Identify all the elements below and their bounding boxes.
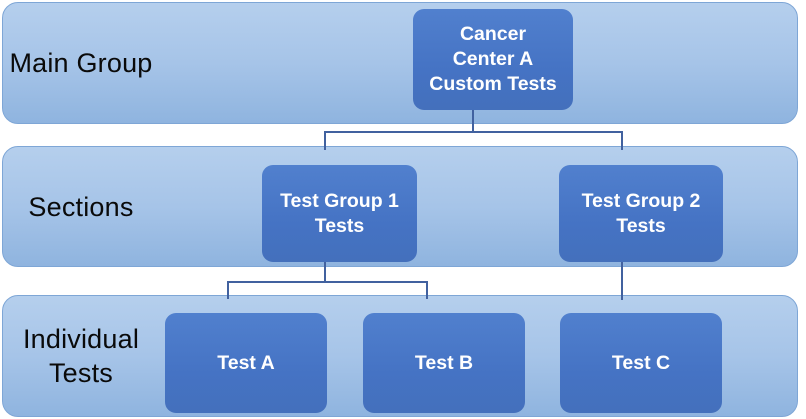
- connector-group2-stem: [621, 262, 623, 300]
- node-text-line: Custom Tests: [429, 73, 557, 95]
- node-text-line: Test A: [217, 351, 275, 374]
- node-text-line: Cancer: [459, 23, 527, 45]
- node-test-b: Test B: [363, 313, 525, 413]
- connector-group1-drop-left: [227, 281, 229, 299]
- connector-root-drop-left: [324, 131, 326, 150]
- node-text-line: Tests: [314, 214, 365, 237]
- node-test-group-2-tests: Test Group 2 Tests: [559, 165, 723, 262]
- connector-group1-horizontal: [227, 281, 428, 283]
- connector-root-stem: [472, 110, 474, 132]
- node-text-line: Center A: [452, 48, 534, 70]
- connector-root-drop-right: [621, 131, 623, 150]
- band-label-sections: Sections: [28, 191, 134, 222]
- connector-group1-drop-right: [426, 281, 428, 299]
- node-text-line: Test B: [414, 351, 474, 374]
- band-label-individual-tests: Individual Tests: [22, 324, 140, 388]
- band-main-group: [2, 2, 798, 124]
- node-cancer-center-a-custom-tests: Cancer Center A Custom Tests: [413, 9, 573, 110]
- node-text-line: Test C: [611, 351, 671, 374]
- node-test-c: Test C: [560, 313, 722, 413]
- band-label-main-group: Main Group: [9, 48, 153, 78]
- node-test-group-1-tests: Test Group 1 Tests: [262, 165, 417, 262]
- connector-group1-stem: [324, 262, 326, 282]
- node-text-line: Test Group 2: [581, 189, 701, 212]
- connector-root-horizontal: [324, 131, 623, 133]
- node-test-a: Test A: [165, 313, 327, 413]
- node-text-line: Tests: [616, 214, 666, 237]
- node-text-line: Test Group 1: [280, 189, 399, 212]
